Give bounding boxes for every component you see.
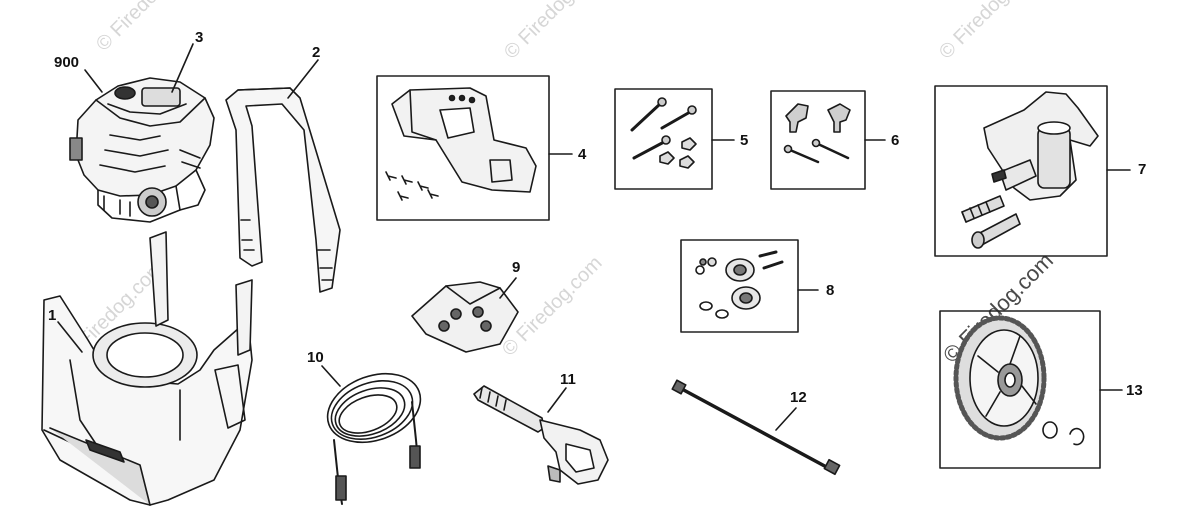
leader-line xyxy=(287,59,319,99)
frame-part xyxy=(41,231,253,506)
callout-3: 3 xyxy=(195,29,204,46)
callout-11: 11 xyxy=(560,371,576,388)
leader-line xyxy=(57,321,83,353)
callout-13: 13 xyxy=(1126,382,1143,399)
callout-8: 8 xyxy=(826,282,835,299)
leader-line xyxy=(84,69,103,93)
callout-4: 4 xyxy=(578,146,587,163)
leader-line xyxy=(775,407,797,431)
part8-box xyxy=(680,239,799,333)
callout-5: 5 xyxy=(740,132,749,149)
leader-line xyxy=(547,387,567,413)
bolts-part xyxy=(630,97,697,169)
part7-box xyxy=(934,85,1108,257)
pump-part xyxy=(961,91,1099,249)
knobs-part xyxy=(783,103,851,164)
spray-gun-part xyxy=(473,385,609,485)
callout-900: 900 xyxy=(54,54,80,71)
callout-2: 2 xyxy=(312,44,321,61)
callout-1: 1 xyxy=(48,307,57,324)
handle-part xyxy=(225,87,341,293)
callout-6: 6 xyxy=(891,132,900,149)
wheel-part xyxy=(953,315,1085,446)
leader-line xyxy=(171,43,194,93)
fastener-bag-part xyxy=(411,281,519,353)
callout-9: 9 xyxy=(512,259,521,276)
hose-part xyxy=(326,372,422,505)
callout-7: 7 xyxy=(1138,161,1147,178)
leader-line xyxy=(499,277,517,299)
wand-part xyxy=(671,379,841,476)
part5-box xyxy=(614,88,713,190)
leader-line xyxy=(321,365,341,387)
callout-12: 12 xyxy=(790,389,807,406)
part4-box xyxy=(376,75,550,221)
panel-bracket-part xyxy=(385,87,537,201)
engine-part xyxy=(69,77,215,223)
callout-10: 10 xyxy=(307,349,324,366)
hardware-part xyxy=(695,250,784,319)
